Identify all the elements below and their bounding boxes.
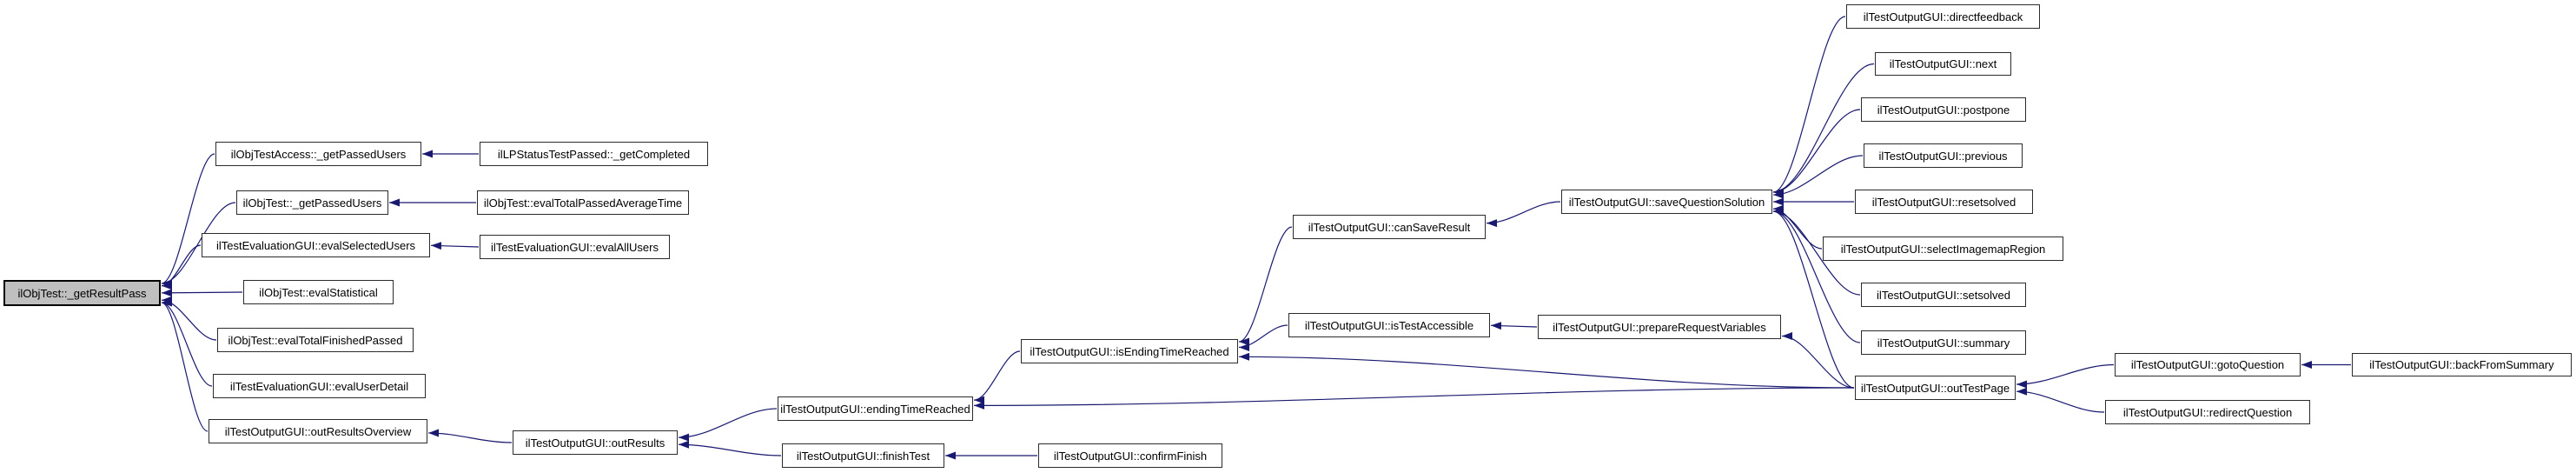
- graph-node-label: ilTestOutputGUI::saveQuestionSolution: [1568, 195, 1765, 209]
- graph-node-evalUserDetail[interactable]: ilTestEvaluationGUI::evalUserDetail: [213, 374, 426, 398]
- call-edge-evalUserDetail-to-getResultPass: [161, 298, 213, 387]
- call-edge-evalTotalFinishedPassed-to-getResultPass: [161, 296, 217, 341]
- graph-node-lpGetCompleted[interactable]: ilLPStatusTestPassed::_getCompleted: [480, 142, 708, 166]
- graph-node-label: ilTestEvaluationGUI::evalSelectedUsers: [215, 238, 416, 252]
- graph-node-setsolved[interactable]: ilTestOutputGUI::setsolved: [1861, 283, 2026, 307]
- graph-node-summary[interactable]: ilTestOutputGUI::summary: [1861, 330, 2026, 355]
- graph-node-label: ilTestOutputGUI::postpone: [1877, 103, 2010, 117]
- graph-node-endingTimeReached[interactable]: ilTestOutputGUI::endingTimeReached: [778, 396, 973, 421]
- graph-node-objTestGetPassedUsers[interactable]: ilObjTest::_getPassedUsers: [236, 190, 388, 215]
- graph-node-label: ilTestOutputGUI::outResults: [525, 436, 666, 450]
- graph-node-getResultPass[interactable]: ilObjTest::_getResultPass: [3, 280, 161, 306]
- graph-node-outResultsOverview[interactable]: ilTestOutputGUI::outResultsOverview: [209, 419, 427, 443]
- graph-node-label: ilTestOutputGUI::resetsolved: [1871, 195, 2016, 209]
- graph-node-outTestPage[interactable]: ilTestOutputGUI::outTestPage: [1855, 376, 2016, 400]
- graph-node-label: ilTestOutputGUI::outTestPage: [1860, 381, 2010, 395]
- graph-node-label: ilTestOutputGUI::isEndingTimeReached: [1030, 344, 1229, 358]
- graph-node-label: ilObjTest::evalTotalFinishedPassed: [228, 333, 403, 347]
- graph-node-label: ilObjTestAccess::_getPassedUsers: [230, 147, 407, 161]
- call-edge-evalStatistical-to-getResultPass: [161, 289, 243, 297]
- call-edge-canSaveResult-to-isEndingTimeReached: [1238, 226, 1293, 346]
- call-edge-outTestPage-to-saveQuestionSolution: [1772, 207, 1855, 389]
- call-edge-summary-to-saveQuestionSolution: [1772, 207, 1861, 343]
- graph-node-isTestAccessible[interactable]: ilTestOutputGUI::isTestAccessible: [1288, 313, 1490, 337]
- graph-node-label: ilTestOutputGUI::directfeedback: [1863, 10, 2023, 23]
- call-edge-isTestAccessible-to-isEndingTimeReached: [1238, 324, 1288, 351]
- call-edge-outTestPage-to-endingTimeReached: [973, 387, 1855, 410]
- call-edge-outTestPage-to-prepareRequestVariables: [1781, 332, 1855, 389]
- graph-node-label: ilTestOutputGUI::prepareRequestVariables: [1553, 320, 1766, 334]
- graph-node-evalAllUsers[interactable]: ilTestEvaluationGUI::evalAllUsers: [480, 235, 670, 259]
- call-edge-prepareRequestVariables-to-isTestAccessible: [1490, 322, 1538, 330]
- graph-node-label: ilTestOutputGUI::previous: [1878, 149, 2008, 163]
- graph-node-label: ilTestOutputGUI::confirmFinish: [1053, 449, 1208, 463]
- graph-node-label: ilTestOutputGUI::selectImagemapRegion: [1840, 242, 2046, 256]
- graph-node-confirmFinish[interactable]: ilTestOutputGUI::confirmFinish: [1038, 443, 1222, 468]
- graph-node-outResults[interactable]: ilTestOutputGUI::outResults: [513, 430, 678, 455]
- graph-node-evalTotalPassedAverageTime[interactable]: ilObjTest::evalTotalPassedAverageTime: [477, 190, 689, 215]
- graph-node-previous[interactable]: ilTestOutputGUI::previous: [1864, 143, 2023, 168]
- graph-node-canSaveResult[interactable]: ilTestOutputGUI::canSaveResult: [1293, 215, 1486, 239]
- graph-node-backFromSummary[interactable]: ilTestOutputGUI::backFromSummary: [2352, 353, 2572, 376]
- graph-node-resetsolved[interactable]: ilTestOutputGUI::resetsolved: [1855, 190, 2033, 214]
- graph-node-label: ilTestEvaluationGUI::evalAllUsers: [491, 240, 659, 254]
- graph-node-evalStatistical[interactable]: ilObjTest::evalStatistical: [243, 280, 394, 304]
- graph-node-label: ilTestOutputGUI::gotoQuestion: [2130, 358, 2285, 371]
- graph-node-label: ilTestOutputGUI::redirectQuestion: [2122, 405, 2293, 419]
- graph-node-label: ilTestEvaluationGUI::evalUserDetail: [229, 379, 409, 393]
- call-edge-evalAllUsers-to-evalSelectedUsers: [430, 242, 480, 250]
- graph-node-label: ilObjTest::evalTotalPassedAverageTime: [483, 196, 683, 210]
- call-edge-outResults-to-outResultsOverview: [427, 429, 513, 443]
- call-edge-endingTimeReached-to-outResults: [678, 408, 778, 442]
- call-edge-previous-to-saveQuestionSolution: [1772, 155, 1864, 199]
- graph-node-label: ilTestOutputGUI::summary: [1877, 336, 2010, 350]
- call-edge-next-to-saveQuestionSolution: [1772, 63, 1875, 197]
- graph-node-label: ilLPStatusTestPassed::_getCompleted: [497, 147, 691, 161]
- graph-node-label: ilTestOutputGUI::next: [1889, 57, 1997, 70]
- call-edge-directfeedback-to-saveQuestionSolution: [1772, 16, 1846, 197]
- graph-node-isEndingTimeReached[interactable]: ilTestOutputGUI::isEndingTimeReached: [1021, 339, 1238, 363]
- graph-node-evalSelectedUsers[interactable]: ilTestEvaluationGUI::evalSelectedUsers: [202, 233, 430, 257]
- graph-node-next[interactable]: ilTestOutputGUI::next: [1875, 52, 2011, 76]
- graph-node-label: ilTestOutputGUI::outResultsOverview: [224, 424, 412, 438]
- graph-node-evalTotalFinishedPassed[interactable]: ilObjTest::evalTotalFinishedPassed: [217, 328, 414, 352]
- graph-node-label: ilTestOutputGUI::setsolved: [1877, 288, 2010, 302]
- call-edge-outResultsOverview-to-getResultPass: [161, 298, 209, 432]
- call-edge-setsolved-to-saveQuestionSolution: [1772, 207, 1861, 296]
- call-edge-outTestPage-to-isEndingTimeReached: [1238, 352, 1855, 389]
- graph-node-gotoQuestion[interactable]: ilTestOutputGUI::gotoQuestion: [2115, 353, 2301, 376]
- graph-node-label: ilObjTest::_getPassedUsers: [242, 196, 382, 210]
- call-edge-saveQuestionSolution-to-canSaveResult: [1486, 201, 1561, 228]
- graph-node-label: ilTestOutputGUI::canSaveResult: [1308, 220, 1471, 234]
- graph-node-label: ilObjTest::_getResultPass: [17, 286, 147, 300]
- graph-node-redirectQuestion[interactable]: ilTestOutputGUI::redirectQuestion: [2105, 400, 2310, 424]
- graph-node-label: ilTestOutputGUI::isTestAccessible: [1304, 318, 1474, 332]
- graph-node-label: ilTestOutputGUI::finishTest: [796, 449, 930, 463]
- graph-node-directfeedback[interactable]: ilTestOutputGUI::directfeedback: [1846, 4, 2040, 29]
- call-edge-finishTest-to-outResults: [678, 440, 782, 456]
- graph-node-finishTest[interactable]: ilTestOutputGUI::finishTest: [782, 443, 944, 468]
- call-edge-gotoQuestion-to-outTestPage: [2016, 363, 2115, 389]
- call-edge-evalSelectedUsers-to-getResultPass: [161, 244, 202, 290]
- call-edge-accessGetPassedUsers-to-getResultPass: [161, 153, 215, 288]
- graph-node-selectImagemapRegion[interactable]: ilTestOutputGUI::selectImagemapRegion: [1823, 236, 2063, 261]
- graph-node-label: ilTestOutputGUI::backFromSummary: [2369, 358, 2554, 371]
- call-edge-redirectQuestion-to-outTestPage: [2016, 387, 2105, 413]
- graph-node-postpone[interactable]: ilTestOutputGUI::postpone: [1861, 97, 2026, 122]
- graph-node-prepareRequestVariables[interactable]: ilTestOutputGUI::prepareRequestVariables: [1538, 315, 1781, 339]
- call-edge-isEndingTimeReached-to-endingTimeReached: [973, 350, 1021, 404]
- graph-node-saveQuestionSolution[interactable]: ilTestOutputGUI::saveQuestionSolution: [1561, 190, 1772, 214]
- graph-node-accessGetPassedUsers[interactable]: ilObjTestAccess::_getPassedUsers: [215, 142, 421, 166]
- call-edge-postpone-to-saveQuestionSolution: [1772, 109, 1861, 197]
- graph-node-label: ilTestOutputGUI::endingTimeReached: [780, 402, 970, 416]
- graph-node-label: ilObjTest::evalStatistical: [259, 285, 378, 299]
